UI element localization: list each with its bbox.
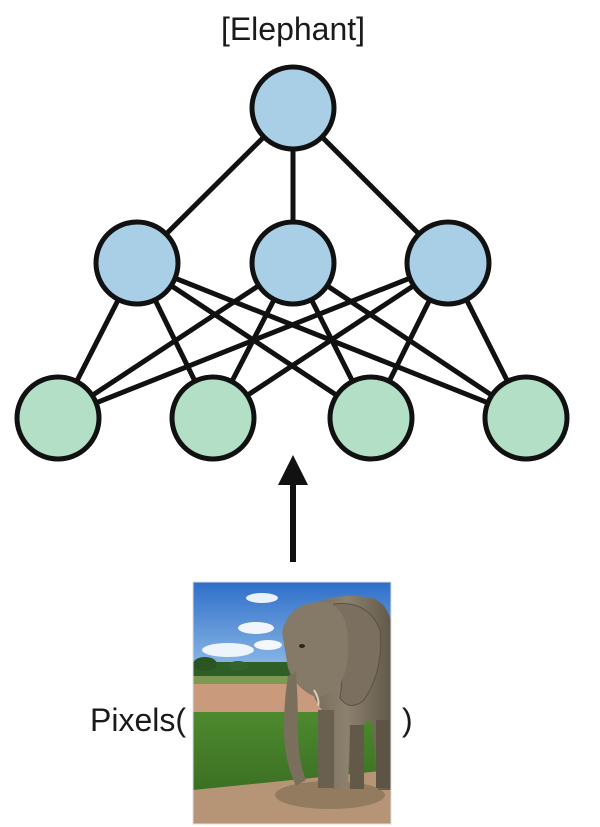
- hidden-node: [407, 222, 489, 304]
- input-label-prefix: Pixels(: [90, 702, 186, 738]
- input-node: [485, 377, 567, 459]
- input-node: [17, 377, 99, 459]
- elephant-photo: [193, 582, 394, 824]
- hidden-layer: [96, 222, 489, 304]
- hidden-node: [96, 222, 178, 304]
- input-node: [330, 377, 412, 459]
- input-label-suffix: ): [402, 702, 413, 738]
- hidden-node: [252, 222, 334, 304]
- output-label: [Elephant]: [221, 11, 365, 47]
- input-node: [172, 377, 254, 459]
- input-arrow: [278, 455, 308, 562]
- output-node: [252, 67, 334, 149]
